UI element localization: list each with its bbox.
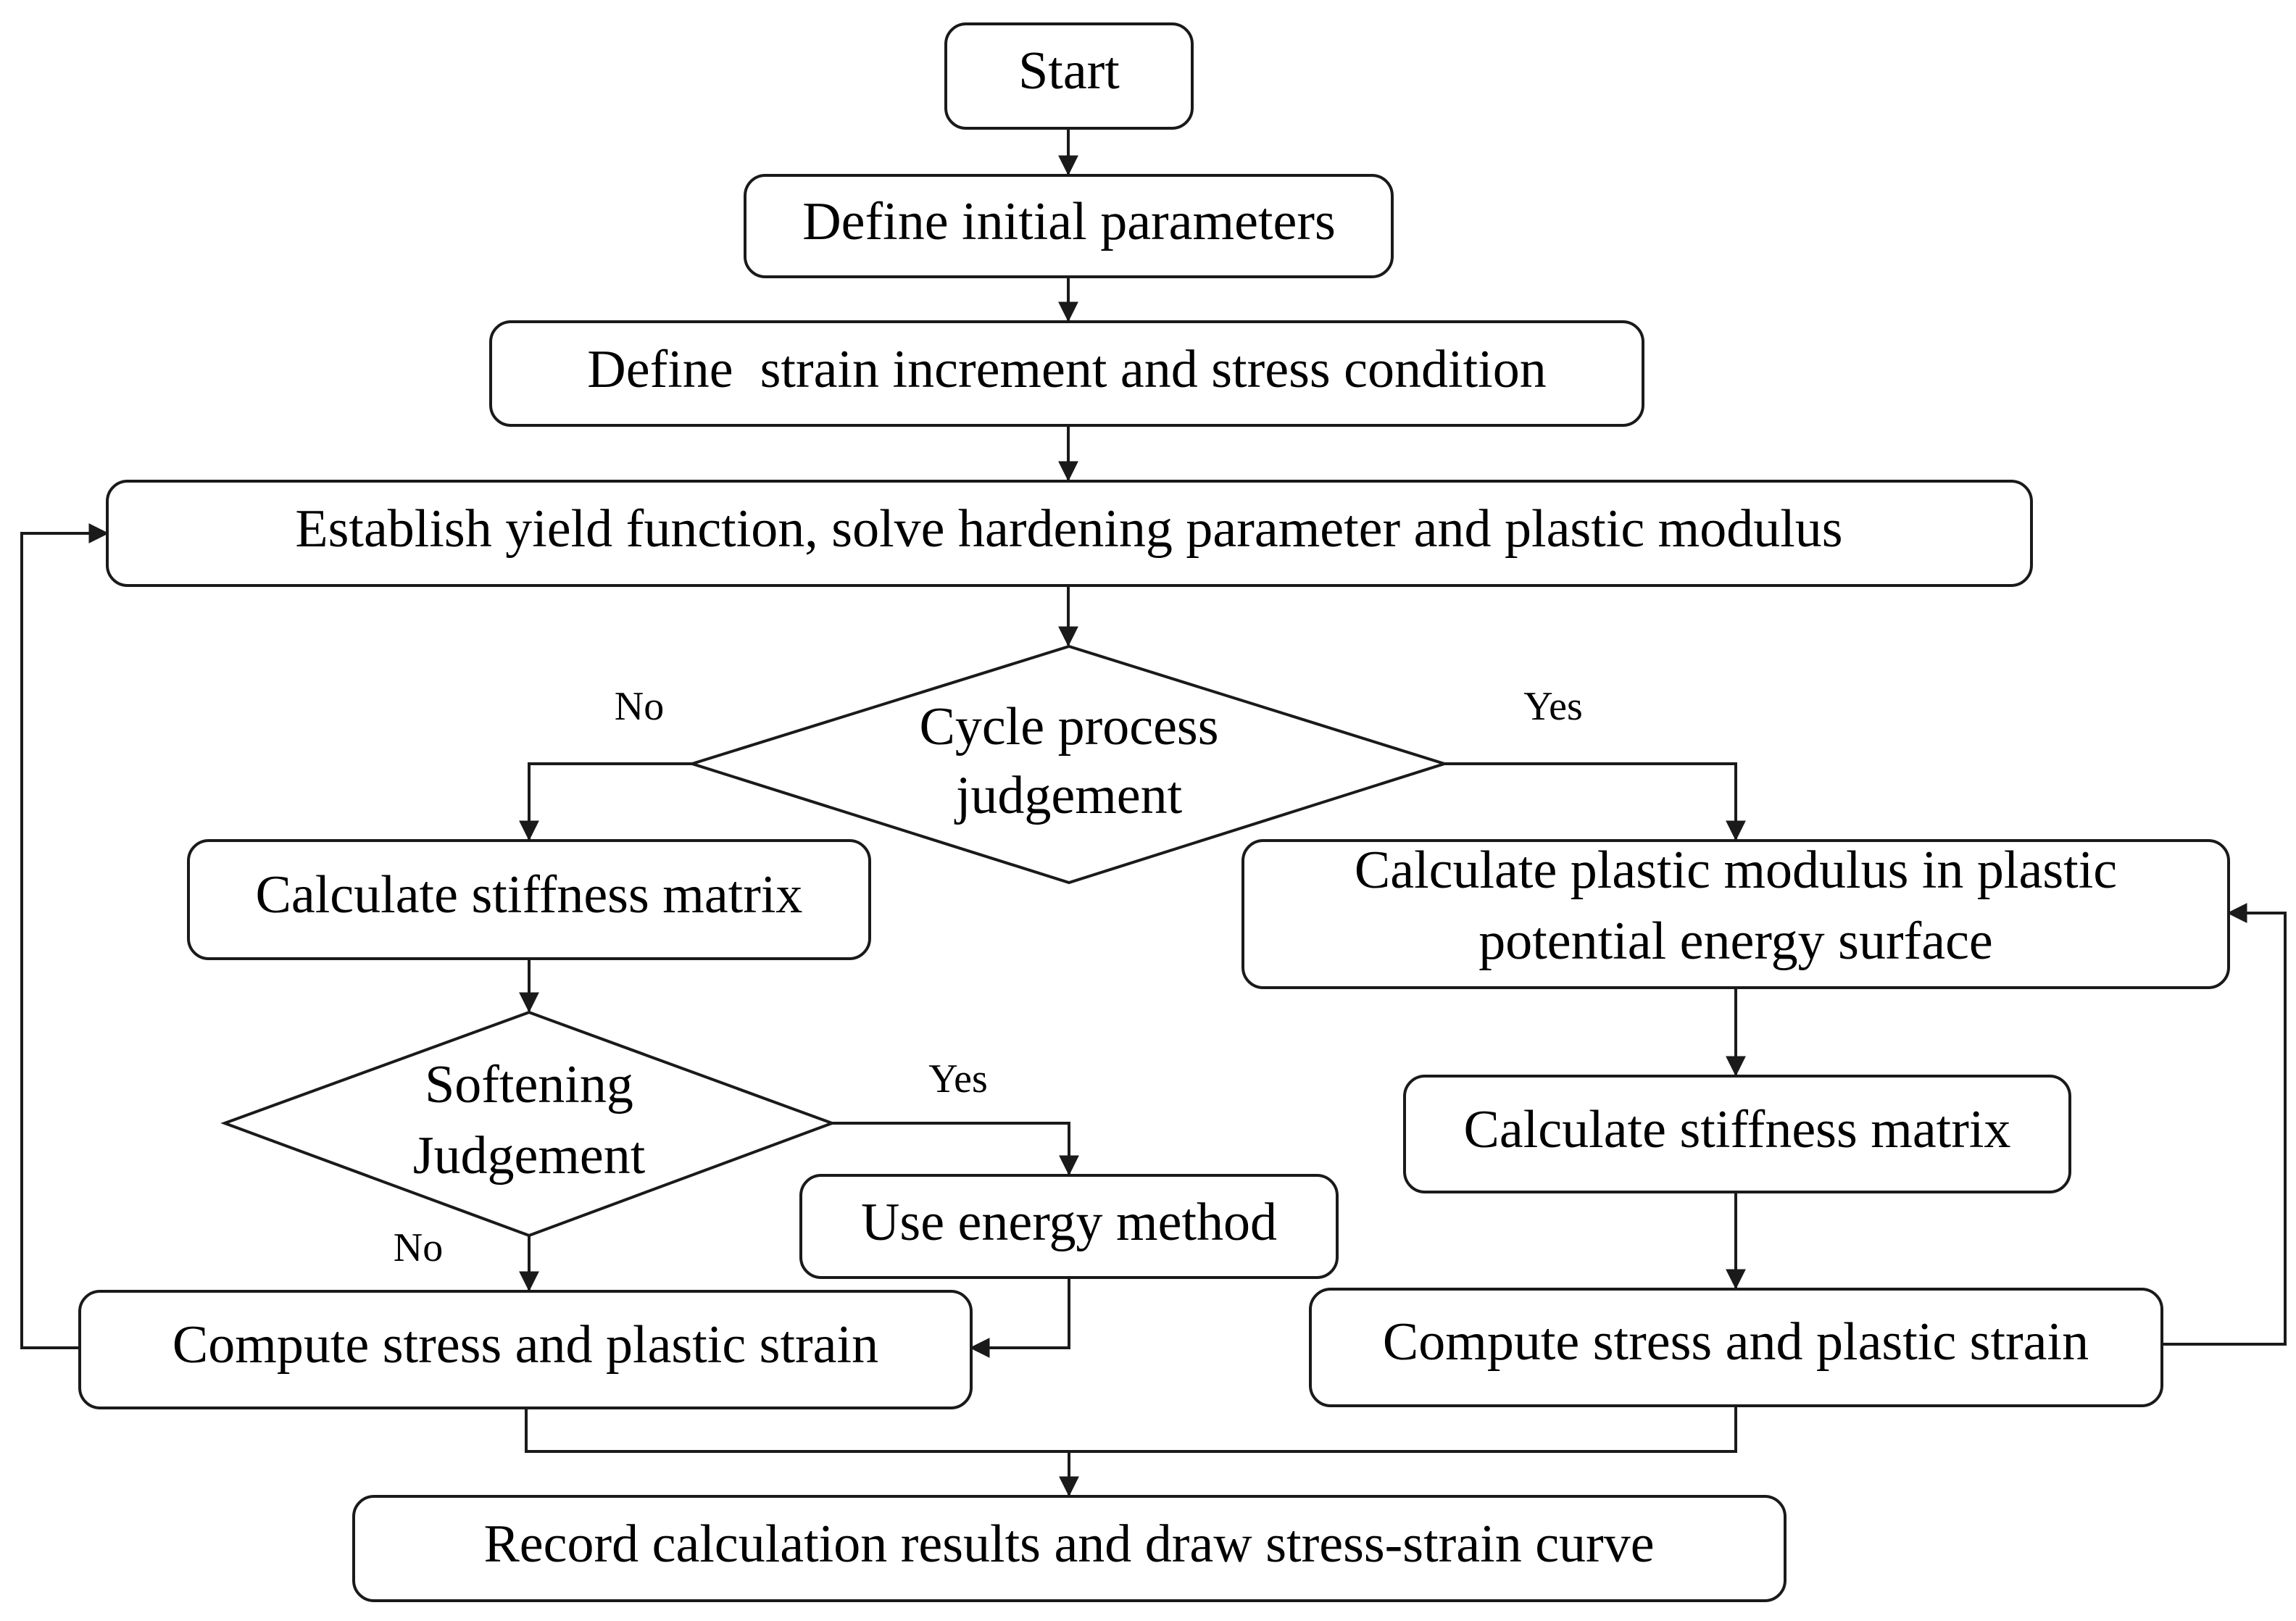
start-label: Start (1018, 41, 1120, 101)
establish-yield-label: Establish yield function, solve hardenin… (295, 499, 1842, 559)
edge-merge (525, 1406, 1737, 1453)
establish-yield-box (106, 480, 2033, 587)
cycle-judgement-label-line2: judgement (954, 766, 1183, 825)
calc-plastic-modulus-box (1241, 839, 2230, 989)
cycle-judgement-diamond (687, 644, 1449, 885)
edge-cycle-yes (1444, 762, 1746, 841)
node-define-strain: Define strain increment and stress condi… (489, 320, 1644, 427)
label-softening-yes: Yes (928, 1057, 987, 1101)
calc-plastic-modulus-label-line1: Calculate plastic modulus in plastic (1355, 841, 2117, 900)
compute-right-box (1309, 1288, 2163, 1407)
node-start: Start (944, 22, 1194, 130)
use-energy-label: Use energy method (861, 1193, 1277, 1252)
calc-stiffness-left-box (187, 839, 871, 960)
compute-right-label: Compute stress and plastic strain (1383, 1312, 2089, 1372)
define-strain-box (489, 320, 1644, 427)
start-box (944, 22, 1194, 130)
record-label: Record calculation results and draw stre… (483, 1514, 1654, 1574)
softening-judgement-label-line2: Judgement (413, 1126, 646, 1185)
edge-cycle-no (519, 762, 692, 841)
edge-energy-to-compute (969, 1278, 1070, 1358)
softening-judgement-label-line1: Softening (425, 1055, 633, 1114)
compute-left-label: Compute stress and plastic strain (172, 1315, 878, 1375)
node-calc-plastic-modulus: Calculate plastic modulus in plastic pot… (1241, 839, 2230, 989)
define-params-label: Define initial parameters (802, 192, 1336, 251)
node-compute-left: Compute stress and plastic strain (78, 1290, 973, 1409)
calc-stiffness-right-box (1403, 1075, 2071, 1193)
use-energy-box (799, 1174, 1339, 1279)
node-cycle-judgement: Cycle process judgement (687, 644, 1449, 885)
cycle-judgement-label-line1: Cycle process (919, 697, 1218, 757)
edge-labels: No Yes Yes No (394, 684, 1583, 1270)
node-softening-judgement: Softening Judgement (220, 1010, 836, 1238)
record-box (352, 1495, 1787, 1602)
calc-stiffness-left-label: Calculate stiffness matrix (256, 865, 803, 925)
calc-stiffness-right-label: Calculate stiffness matrix (1464, 1100, 2011, 1159)
define-strain-label: Define strain increment and stress condi… (587, 340, 1546, 399)
softening-judgement-diamond (220, 1010, 836, 1238)
label-softening-no: No (394, 1225, 443, 1270)
node-compute-right: Compute stress and plastic strain (1309, 1288, 2163, 1407)
compute-left-box (78, 1290, 973, 1409)
node-calc-stiffness-right: Calculate stiffness matrix (1403, 1075, 2071, 1193)
connectors (20, 128, 2287, 1497)
calc-plastic-modulus-label-line2: potential energy surface (1478, 912, 1993, 971)
node-establish-yield: Establish yield function, solve hardenin… (106, 480, 2033, 587)
edge-softening-yes (832, 1122, 1079, 1176)
label-cycle-no: No (615, 684, 664, 729)
node-define-params: Define initial parameters (744, 174, 1394, 278)
node-use-energy: Use energy method (799, 1174, 1339, 1279)
edge-loop-right (2162, 903, 2287, 1346)
label-cycle-yes: Yes (1523, 684, 1582, 729)
node-record: Record calculation results and draw stre… (352, 1495, 1787, 1602)
edge-loop-left (20, 523, 109, 1349)
node-calc-stiffness-left: Calculate stiffness matrix (187, 839, 871, 960)
define-params-box (744, 174, 1394, 278)
